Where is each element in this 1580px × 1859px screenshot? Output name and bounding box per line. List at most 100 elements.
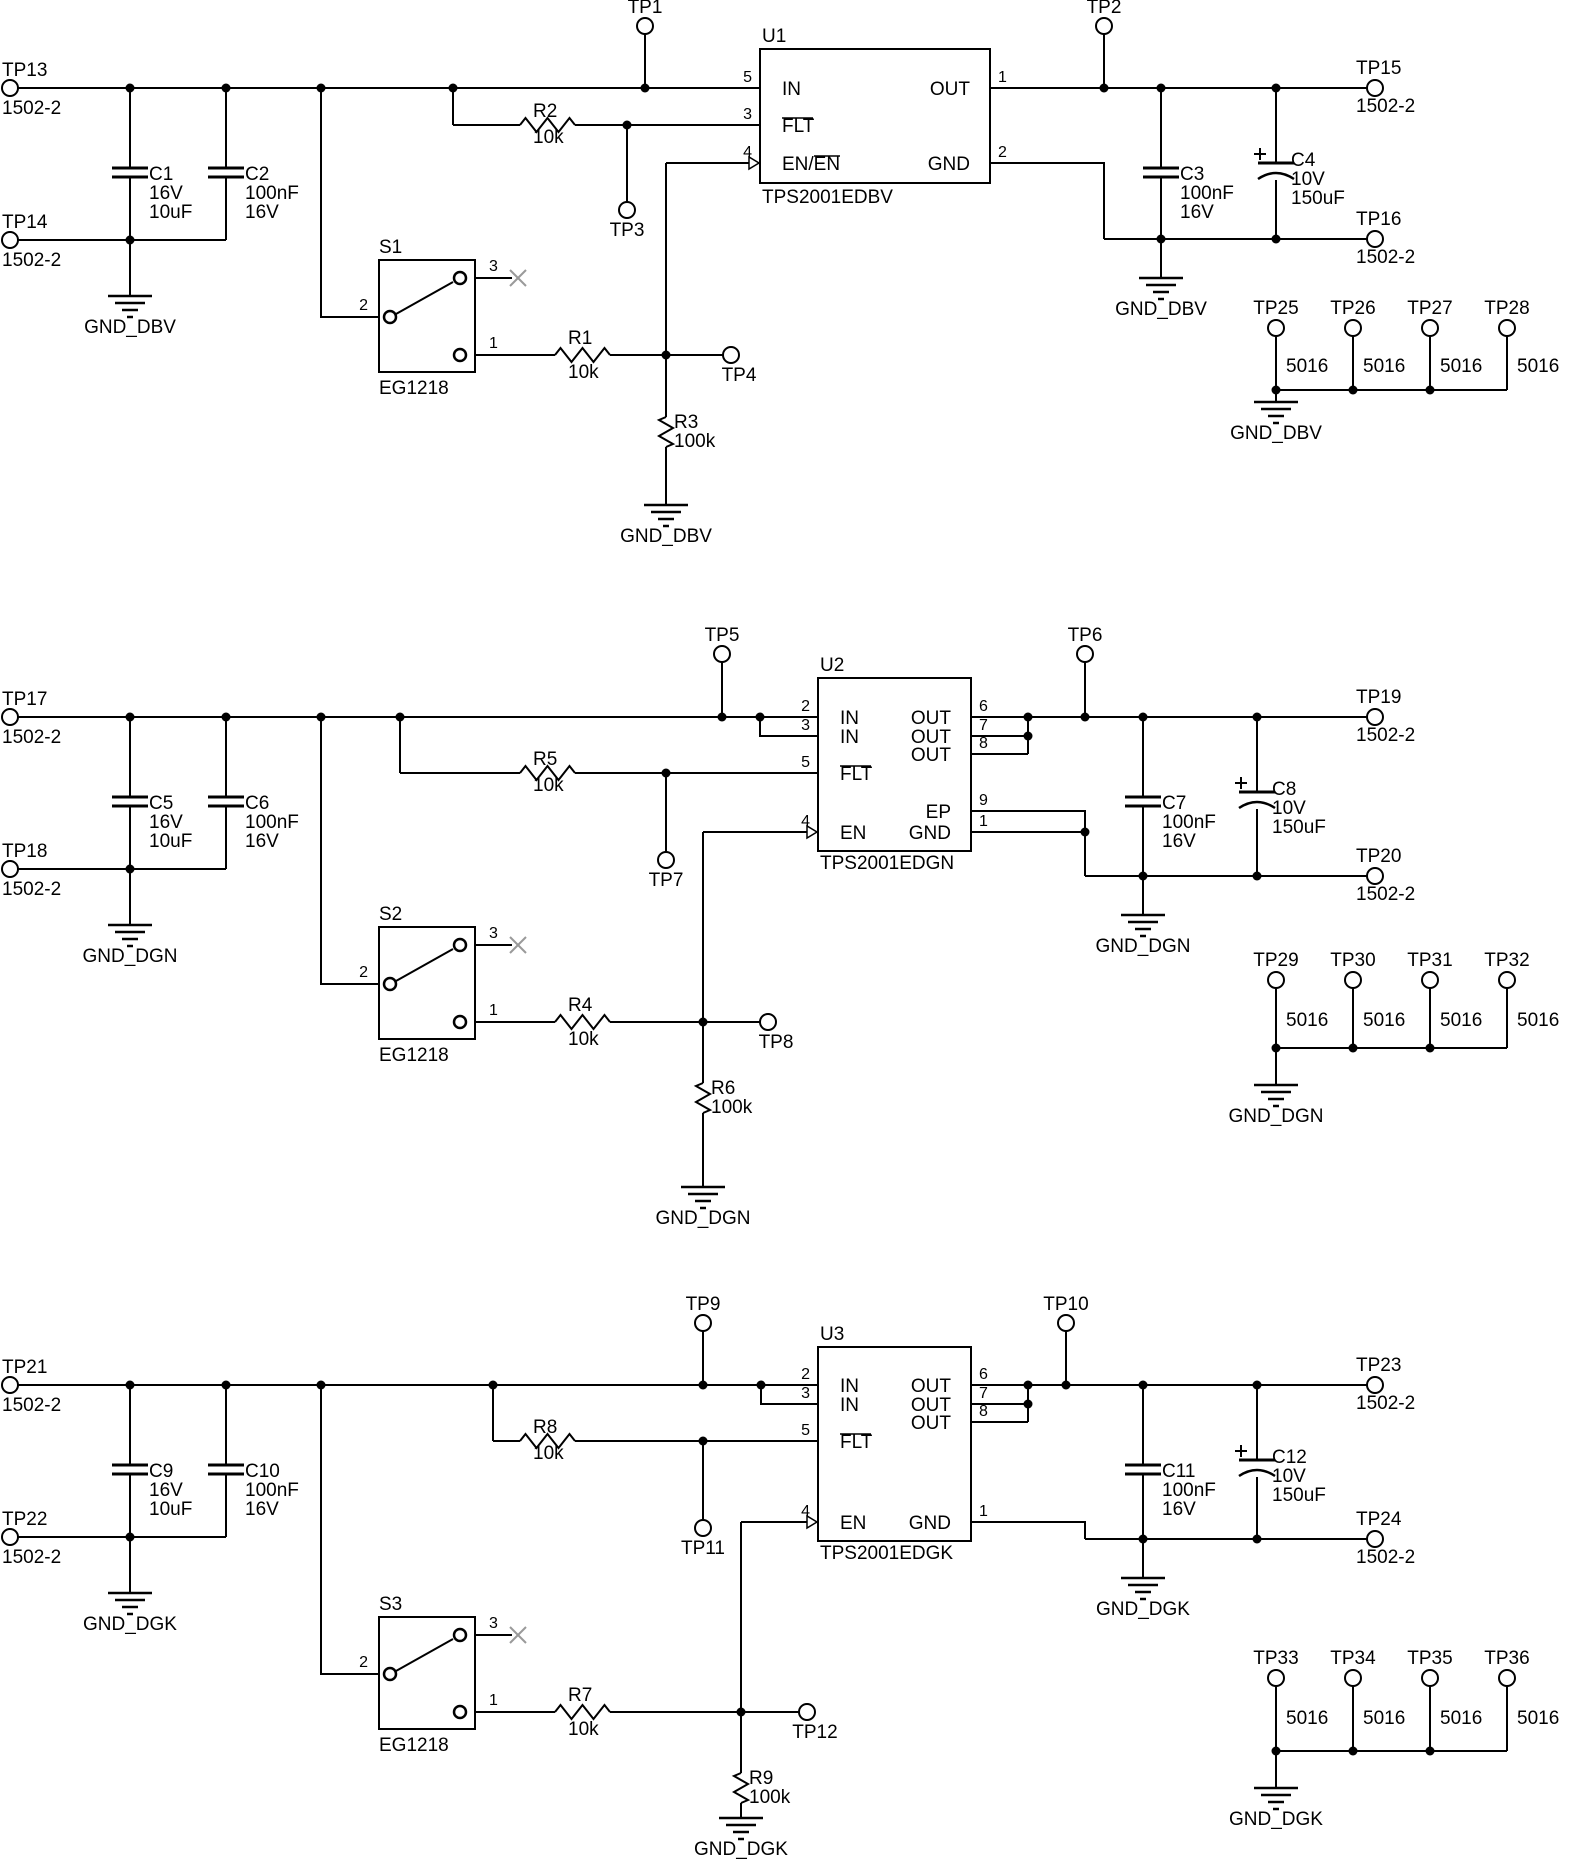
junction-dot bbox=[1271, 1746, 1281, 1756]
testpoint-TP28-label: TP28 bbox=[1484, 298, 1529, 319]
junction-dot bbox=[316, 712, 326, 722]
testpoint-TP19 bbox=[1366, 708, 1384, 726]
wire bbox=[759, 717, 818, 737]
capacitor-C7-text: 16V bbox=[1162, 831, 1196, 852]
resistor-R4-value: 10k bbox=[568, 1029, 599, 1050]
ic-U1-box bbox=[759, 48, 991, 184]
resistor-R8-ref: R8 bbox=[533, 1417, 557, 1438]
switch-S2-contact bbox=[452, 937, 468, 953]
capacitor-C9-text: C9 bbox=[149, 1461, 173, 1482]
ic-U3-part: TPS2001EDGK bbox=[820, 1543, 953, 1564]
ic-U3-box bbox=[817, 1346, 972, 1542]
resistor-R6 bbox=[693, 1082, 713, 1114]
ic-U2-pin7-number: 7 bbox=[979, 717, 988, 734]
ic-U1-pin3-number: 3 bbox=[743, 106, 752, 123]
junction-dot bbox=[1271, 385, 1281, 395]
testpoint-TP36-part: 5016 bbox=[1517, 1708, 1559, 1729]
testpoint-TP29-part: 5016 bbox=[1286, 1010, 1328, 1031]
capacitor-C1-text: C1 bbox=[149, 164, 173, 185]
testpoint-TP35-label: TP35 bbox=[1407, 1648, 1452, 1669]
testpoint-TP35-part: 5016 bbox=[1440, 1708, 1482, 1729]
testpoint-TP12-label: TP12 bbox=[792, 1722, 837, 1743]
testpoint-TP12 bbox=[798, 1703, 816, 1721]
testpoint-TP26-label: TP26 bbox=[1330, 298, 1375, 319]
switch-S2-ref: S2 bbox=[379, 904, 402, 925]
testpoint-TP21-label: TP21 bbox=[2, 1357, 47, 1378]
testpoint-TP1 bbox=[636, 17, 654, 35]
junction-dot bbox=[640, 83, 650, 93]
capacitor-C5-text: 10uF bbox=[149, 831, 192, 852]
junction-dot bbox=[1252, 1534, 1262, 1544]
junction-dot bbox=[698, 1380, 708, 1390]
capacitor-C8-text: C8 bbox=[1272, 779, 1296, 800]
switch-S2-contact bbox=[452, 1014, 468, 1030]
junction-dot bbox=[1348, 1746, 1358, 1756]
capacitor-C10-text: C10 bbox=[245, 1461, 280, 1482]
no-connect-icon bbox=[509, 936, 527, 954]
junction-dot bbox=[1023, 712, 1033, 722]
testpoint-TP34-part: 5016 bbox=[1363, 1708, 1405, 1729]
testpoint-TP10 bbox=[1057, 1314, 1075, 1332]
ic-U2-pin3-name: IN bbox=[840, 727, 859, 748]
switch-S2-box bbox=[378, 926, 476, 1040]
switch-S2-pin2-number: 2 bbox=[359, 964, 368, 981]
resistor-R4 bbox=[554, 1013, 611, 1031]
switch-S2-pin3-number: 3 bbox=[489, 925, 498, 942]
ground-label-gnd_dbv-3: GND_DBV bbox=[1230, 423, 1322, 444]
testpoint-TP20-part: 1502-2 bbox=[1356, 884, 1415, 905]
testpoint-TP22-label: TP22 bbox=[2, 1509, 47, 1530]
capacitor-C12-text: 150uF bbox=[1272, 1485, 1326, 1506]
junction-dot bbox=[1156, 83, 1166, 93]
junction-dot bbox=[1061, 1380, 1071, 1390]
ic-U2-pin1-number: 1 bbox=[979, 813, 988, 830]
wire bbox=[320, 1385, 379, 1675]
testpoint-TP11-label: TP11 bbox=[681, 1538, 725, 1559]
testpoint-TP21-part: 1502-2 bbox=[2, 1395, 61, 1416]
testpoint-TP25 bbox=[1267, 319, 1285, 337]
testpoint-TP31 bbox=[1421, 971, 1439, 989]
junction-dot bbox=[661, 768, 671, 778]
testpoint-TP32-part: 5016 bbox=[1517, 1010, 1559, 1031]
testpoint-TP26-part: 5016 bbox=[1363, 356, 1405, 377]
ic-U3-pin7-number: 7 bbox=[979, 1385, 988, 1402]
testpoint-TP17-label: TP17 bbox=[2, 689, 47, 710]
testpoint-TP21 bbox=[1, 1376, 19, 1394]
ic-U2-pin6-name: OUT bbox=[911, 708, 952, 729]
resistor-R5-value: 10k bbox=[533, 775, 564, 796]
ic-U1-pin4-name: EN/EN bbox=[782, 154, 840, 175]
ic-U2-pin7-name: OUT bbox=[911, 727, 952, 748]
capacitor-C1-text: 10uF bbox=[149, 202, 192, 223]
testpoint-TP9 bbox=[694, 1314, 712, 1332]
testpoint-TP2 bbox=[1095, 17, 1113, 35]
testpoint-TP29-label: TP29 bbox=[1253, 950, 1298, 971]
junction-dot bbox=[221, 1380, 231, 1390]
resistor-R6-value: 100k bbox=[711, 1097, 753, 1118]
testpoint-TP1-label: TP1 bbox=[628, 0, 663, 18]
testpoint-TP23-label: TP23 bbox=[1356, 1355, 1401, 1376]
ground-label-gnd_dbv-0: GND_DBV bbox=[84, 317, 176, 338]
testpoint-TP24-part: 1502-2 bbox=[1356, 1547, 1415, 1568]
ic-U2-pin6-number: 6 bbox=[979, 698, 988, 715]
switch-S1-pin2-number: 2 bbox=[359, 297, 368, 314]
testpoint-TP17-part: 1502-2 bbox=[2, 727, 61, 748]
ground-label-gnd_dgk-9: GND_DGK bbox=[694, 1839, 788, 1859]
ic-U2-ref: U2 bbox=[820, 655, 844, 676]
wire bbox=[990, 162, 1105, 239]
junction-dot bbox=[1138, 1380, 1148, 1390]
testpoint-TP4 bbox=[722, 346, 740, 364]
switch-S1-contact bbox=[452, 347, 468, 363]
junction-dot bbox=[316, 1380, 326, 1390]
ic-U3-pin2-name: IN bbox=[840, 1376, 859, 1397]
testpoint-TP30 bbox=[1344, 971, 1362, 989]
switch-S1-contact bbox=[382, 309, 398, 325]
switch-S1-part: EG1218 bbox=[379, 378, 449, 399]
capacitor-C10-text: 100nF bbox=[245, 1480, 299, 1501]
ic-U3-pin7-name: OUT bbox=[911, 1395, 952, 1416]
switch-S3-contact bbox=[452, 1627, 468, 1643]
switch-S1-pin3-number: 3 bbox=[489, 258, 498, 275]
testpoint-TP30-label: TP30 bbox=[1330, 950, 1375, 971]
testpoint-TP4-label: TP4 bbox=[722, 365, 757, 386]
testpoint-TP8 bbox=[759, 1013, 777, 1031]
testpoint-TP16-part: 1502-2 bbox=[1356, 247, 1415, 268]
